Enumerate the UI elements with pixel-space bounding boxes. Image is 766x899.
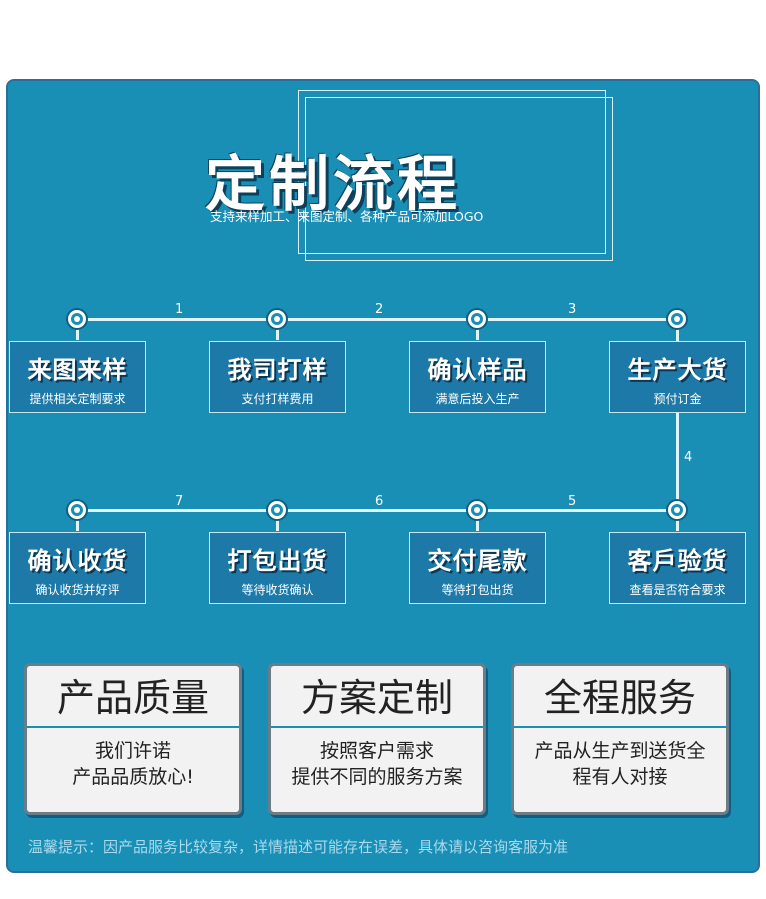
card-body: 按照客户需求 提供不同的服务方案 [271, 728, 483, 790]
feature-card-custom: 方案定制 按照客户需求 提供不同的服务方案 [268, 663, 486, 815]
card-divider [514, 726, 726, 728]
page-subtitle: 支持来样加工、来图定制、各种产品可添加LOGO [210, 209, 484, 224]
connector-top-1 [76, 320, 79, 340]
step-number: 5 [568, 494, 577, 509]
flow-node [468, 501, 486, 519]
step-title: 交付尾款 [427, 547, 528, 575]
step-title: 确认样品 [427, 356, 528, 384]
step-number: 3 [568, 302, 577, 317]
step-number: 7 [175, 494, 184, 509]
card-line: 我们许诺 [94, 740, 171, 762]
flow-line-bottom [77, 509, 679, 512]
card-line: 产品品质放心! [72, 766, 194, 788]
card-divider [27, 726, 239, 728]
connector-bottom-1 [76, 511, 79, 531]
flow-node [668, 501, 686, 519]
step-box-6: 交付尾款 等待打包出货 [409, 532, 546, 604]
step-title: 生产大货 [627, 356, 728, 384]
step-desc: 提供相关定制要求 [29, 392, 126, 406]
card-body: 产品从生产到送货全 程有人对接 [514, 728, 726, 790]
step-box-1: 来图来样 提供相关定制要求 [9, 341, 146, 413]
connector-top-3 [476, 320, 479, 340]
feature-card-service: 全程服务 产品从生产到送货全 程有人对接 [511, 663, 729, 815]
connector-top-4 [676, 320, 679, 340]
step-box-3: 确认样品 满意后投入生产 [409, 341, 546, 413]
step-box-8: 确认收货 确认收货并好评 [9, 532, 146, 604]
flow-node [68, 501, 86, 519]
connector-top-2 [276, 320, 279, 340]
flow-node [268, 501, 286, 519]
title-frame-outer [298, 90, 606, 254]
card-title: 产品质量 [56, 676, 209, 720]
step-desc: 确认收货并好评 [35, 583, 120, 597]
feature-card-quality: 产品质量 我们许诺 产品品质放心! [24, 663, 242, 815]
step-number: 4 [684, 450, 693, 465]
step-desc: 等待打包出货 [441, 583, 514, 597]
step-title: 来图来样 [27, 356, 128, 384]
flow-node [268, 310, 286, 328]
step-number: 1 [175, 302, 184, 317]
step-box-4: 生产大货 预付订金 [609, 341, 746, 413]
page-title: 定制流程 [205, 150, 461, 220]
flow-node [68, 310, 86, 328]
step-desc: 支付打样费用 [241, 392, 314, 406]
step-box-7: 打包出货 等待收货确认 [209, 532, 346, 604]
flow-node [668, 310, 686, 328]
step-title: 我司打样 [227, 356, 328, 384]
flow-line-right [676, 320, 679, 510]
card-divider [271, 726, 483, 728]
connector-bottom-4 [676, 511, 679, 531]
card-title: 方案定制 [300, 676, 453, 720]
step-box-2: 我司打样 支付打样费用 [209, 341, 346, 413]
step-number: 6 [375, 494, 384, 509]
step-box-5: 客戶验货 查看是否符合要求 [609, 532, 746, 604]
connector-bottom-3 [476, 511, 479, 531]
step-title: 确认收货 [27, 547, 128, 575]
flow-node [468, 310, 486, 328]
card-line: 产品从生产到送货全 [534, 740, 706, 762]
flow-line-top [77, 318, 679, 321]
step-desc: 预付订金 [653, 392, 702, 406]
footer-tip: 温馨提示：因产品服务比较复杂，详情描述可能存在误差，具体请以咨询客服为准 [28, 838, 569, 856]
card-line: 提供不同的服务方案 [291, 766, 463, 788]
step-title: 打包出货 [227, 547, 328, 575]
step-desc: 等待收货确认 [241, 583, 314, 597]
card-line: 程有人对接 [572, 766, 668, 788]
connector-bottom-2 [276, 511, 279, 531]
step-desc: 满意后投入生产 [435, 392, 520, 406]
step-number: 2 [375, 302, 384, 317]
title-frame-inner [305, 97, 613, 261]
card-title: 全程服务 [543, 676, 696, 720]
step-desc: 查看是否符合要求 [629, 583, 726, 597]
step-title: 客戶验货 [627, 547, 728, 575]
card-body: 我们许诺 产品品质放心! [27, 728, 239, 790]
card-line: 按照客户需求 [319, 740, 434, 762]
